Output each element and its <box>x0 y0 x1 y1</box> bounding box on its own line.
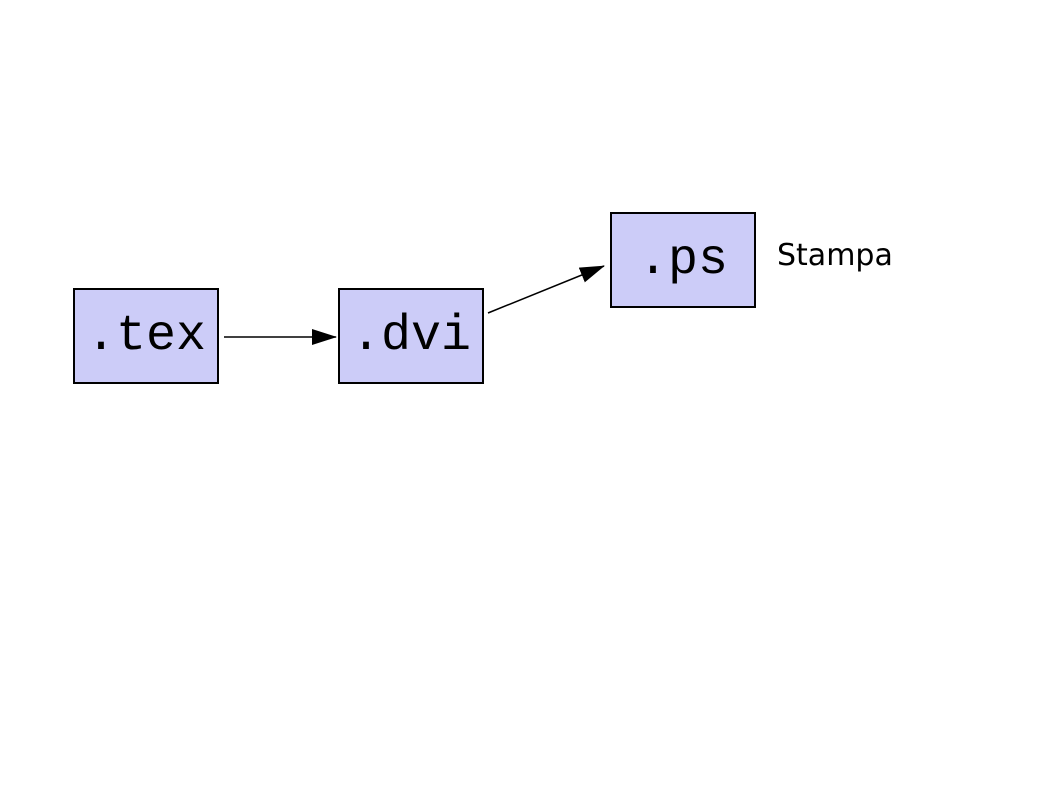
arrow-dvi-to-ps <box>487 265 605 314</box>
node-ps-file: .ps <box>610 212 756 308</box>
node-dvi-file: .dvi <box>338 288 484 384</box>
annotation-stampa-label: Stampa <box>777 238 893 273</box>
node-tex-file: .tex <box>73 288 219 384</box>
